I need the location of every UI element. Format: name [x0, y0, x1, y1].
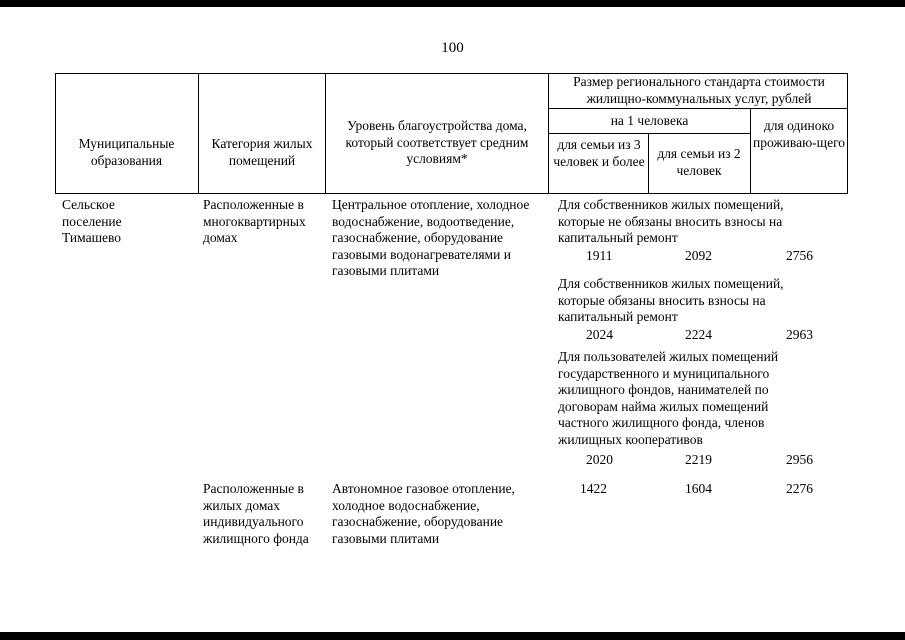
col-border-5	[750, 108, 751, 194]
header-bottom-border	[55, 193, 848, 194]
col-border-4	[648, 133, 649, 194]
col-border-2	[325, 73, 326, 194]
table-top-border	[55, 73, 848, 74]
group2-value-family-3-plus: 2024	[586, 327, 613, 342]
header-family-2: для семьи из 2 человек	[657, 146, 741, 178]
municipality-name: Сельское поселение Тимашево	[62, 197, 122, 246]
row2-amenity: Автономное газовое отопление, холодное в…	[332, 481, 515, 546]
header-single: для одиноко проживаю-щего	[752, 118, 846, 150]
header-family-3-plus: для семьи из 3 человек и более	[553, 137, 645, 169]
header-standard-size: Размер регионального стандарта стоимости…	[573, 74, 825, 106]
row2-value-family-3-plus: 1422	[580, 481, 607, 496]
row2-value-single: 2276	[786, 481, 813, 496]
row2-value-family-2: 1604	[685, 481, 712, 496]
bottom-border	[0, 632, 905, 640]
group3-value-family-3-plus: 2020	[586, 452, 613, 467]
group3-value-family-2: 2219	[685, 452, 712, 467]
subheader-border-1	[548, 108, 848, 109]
group2-value-single: 2963	[786, 327, 813, 342]
col-border-3	[548, 73, 549, 194]
group3-label: Для пользователей жилых помещений госуда…	[558, 349, 779, 447]
subheader-border-2	[548, 133, 750, 134]
header-amenity-level: Уровень благоустройства дома, который со…	[345, 118, 529, 167]
group1-value-family-3-plus: 1911	[586, 248, 613, 263]
header-municipality: Муниципальные образования	[78, 136, 175, 168]
top-border	[0, 0, 905, 7]
group1-value-single: 2756	[786, 248, 813, 263]
col-border-6	[847, 73, 848, 194]
header-category: Категория жилых помещений	[211, 136, 313, 168]
col-border-1	[198, 73, 199, 194]
row2-category: Расположенные в жилых домах индивидуальн…	[203, 481, 309, 546]
group1-label: Для собственников жилых помещений, котор…	[558, 197, 784, 246]
group2-value-family-2: 2224	[685, 327, 712, 342]
row1-category: Расположенные в многоквартирных домах	[203, 197, 306, 246]
group3-value-single: 2956	[786, 452, 813, 467]
col-border-0	[55, 73, 56, 194]
row1-amenity: Центральное отопление, холодное водоснаб…	[332, 197, 530, 279]
group2-label: Для собственников жилых помещений, котор…	[558, 276, 784, 325]
page-number: 100	[441, 40, 464, 56]
header-per-person: на 1 человека	[610, 113, 689, 128]
group1-value-family-2: 2092	[685, 248, 712, 263]
